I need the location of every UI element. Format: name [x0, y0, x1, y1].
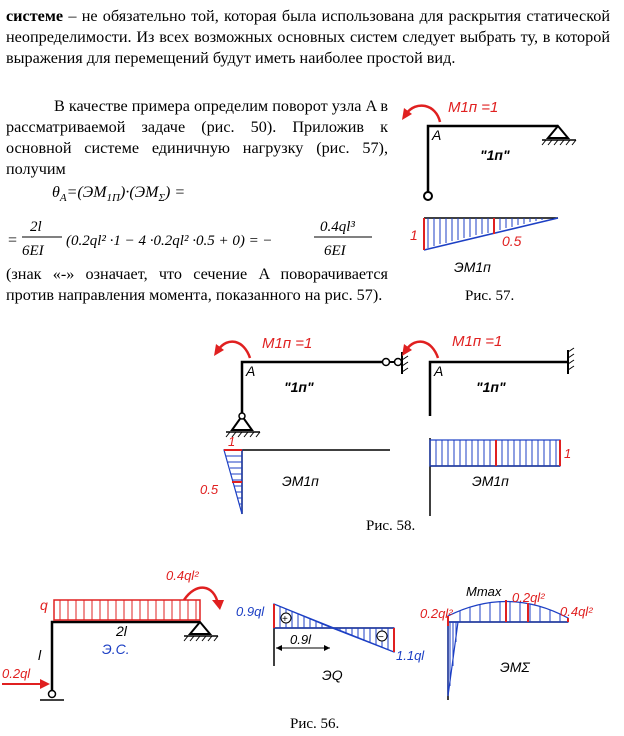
paragraph-intro: системе – не обязательно той, которая бы…	[6, 6, 610, 69]
fig58-left-diagram-label: ЭМ1п	[282, 473, 319, 489]
fig56-moment-mid: 0.2ql²	[512, 590, 545, 605]
fig56-shear-minus: −	[378, 632, 384, 643]
fig56-moment-right: 0.4ql²	[560, 604, 593, 619]
fig58-left-node-label: A	[245, 363, 255, 379]
frac-den: 6EI	[22, 243, 45, 259]
fig58-left-system-label: "1п"	[284, 379, 314, 395]
fig57-caption: Рис. 57.	[465, 288, 515, 304]
fig56-moment-left: 0.2ql²	[420, 606, 453, 621]
figure-57: M1п =1 A "1п" 1 0.5 ЭМ1п	[402, 99, 577, 275]
result-num: 0.4ql³	[320, 219, 355, 235]
fig57-value-right: 0.5	[502, 233, 522, 249]
fig56-load-label: q	[40, 597, 48, 613]
fig56-shear-diagram-label: ЭQ	[322, 667, 343, 683]
result-den: 6EI	[324, 243, 347, 259]
fig56-mmax-label: Mmax	[466, 584, 502, 599]
paragraph-example-text: В качестве примера определим поворот узл…	[6, 97, 388, 178]
paragraph-sign-note: (знак «-» означает, что сечение A повора…	[6, 265, 388, 304]
paragraph-example: В качестве примера определим поворот узл…	[6, 96, 388, 180]
fig56-moment-diagram-label: ЭMΣ	[500, 659, 530, 675]
fig58-right-node-label: A	[433, 363, 443, 379]
fig58-caption: Рис. 58.	[366, 518, 416, 534]
frac-num: 2l	[30, 219, 42, 235]
figure-58: M1п =1 A "1п" 1 0.5 ЭМ1п M1п =1 A "1п" 1…	[200, 333, 575, 516]
fig57-node-label: A	[431, 127, 441, 143]
fig58-left-moment-label: M1п =1	[262, 335, 312, 352]
fig57-diagram-label: ЭМ1п	[454, 259, 491, 275]
fig57-value-left: 1	[410, 227, 418, 243]
fig56-shear-right: 1.1ql	[396, 648, 425, 663]
fig58-right-diagram-label: ЭМ1п	[472, 473, 509, 489]
figure-56: q 2l l Э.С. 0.2ql 0.4ql² + − 0.9ql 1.1ql…	[2, 568, 593, 701]
fig58-right-moment-label: M1п =1	[452, 333, 502, 350]
fig56-shear-left: 0.9ql	[236, 604, 265, 619]
fig56-height-label: l	[38, 647, 42, 663]
fig56-moment-label: 0.4ql²	[166, 568, 199, 583]
fig58-right-system-label: "1п"	[476, 379, 506, 395]
fig57-moment-label: M1п =1	[448, 99, 498, 116]
fig58-right-value: 1	[564, 446, 571, 461]
bold-term: системе	[6, 7, 64, 25]
fig56-caption: Рис. 56.	[290, 716, 340, 732]
formula-bracket: (0.2ql² ·1 − 4 ·0.2ql² ·0.5 + 0) = −	[66, 233, 273, 249]
fig57-system-label: "1п"	[480, 147, 510, 163]
fig56-force-label: 0.2ql	[2, 666, 31, 681]
fig58-left-value-top: 1	[228, 434, 235, 449]
fig56-system-label: Э.С.	[102, 641, 130, 657]
fig58-left-value-bottom: 0.5	[200, 482, 219, 497]
fig56-span-label: 2l	[115, 623, 128, 639]
svg-text:=: =	[8, 232, 17, 249]
formula-line-1: θA=(ЭM1П)·(ЭMΣ) =	[52, 184, 186, 205]
formula-line-2: = 2l 6EI (0.2ql² ·1 − 4 ·0.2ql² ·0.5 + 0…	[8, 219, 372, 259]
fig56-dist-label: 0.9l	[290, 632, 312, 647]
paragraph-intro-text: – не обязательно той, которая была испол…	[6, 7, 610, 67]
fig56-shear-plus: +	[282, 614, 288, 625]
